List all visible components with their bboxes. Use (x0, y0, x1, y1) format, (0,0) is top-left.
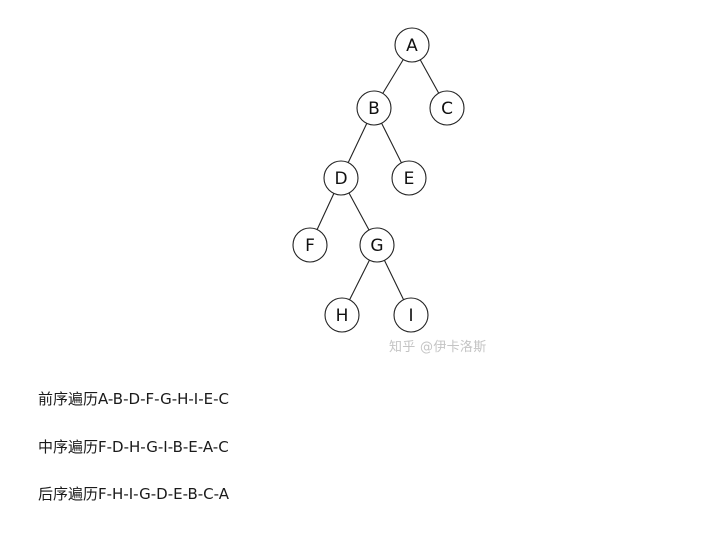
edge-A-C (419, 59, 440, 94)
preorder-traversal: 前序遍历A-B-D-F-G-H-I-E-C (38, 390, 229, 408)
node-label: F (305, 236, 315, 256)
edge-G-H (349, 259, 370, 301)
edge-A-B (382, 59, 404, 94)
tree-node-B: B (356, 90, 392, 126)
edge-B-D (347, 123, 368, 163)
node-label: I (408, 306, 413, 326)
inorder-traversal: 中序遍历F-D-H-G-I-B-E-A-C (38, 438, 229, 456)
node-circle (324, 297, 360, 333)
node-label: E (404, 169, 415, 189)
node-label: G (370, 236, 383, 256)
tree-node-I: I (393, 297, 429, 333)
watermark: 知乎 @伊卡洛斯 (389, 340, 487, 355)
tree-node-H: H (324, 297, 360, 333)
node-circle (429, 90, 465, 126)
node-circle (393, 297, 429, 333)
edge-G-I (383, 260, 405, 300)
cut-off-text-row (38, 527, 338, 534)
node-label: H (336, 306, 349, 326)
tree-node-A: A (394, 27, 430, 63)
tree-node-G: G (359, 227, 395, 263)
postorder-traversal: 后序遍历F-H-I-G-D-E-B-C-A (38, 485, 229, 503)
node-circle (394, 27, 430, 63)
node-circle (323, 160, 359, 196)
node-label: A (406, 36, 418, 56)
edge-B-E (381, 122, 402, 164)
tree-node-D: D (323, 160, 359, 196)
node-circle (391, 160, 427, 196)
node-circle (356, 90, 392, 126)
node-label: D (334, 169, 347, 189)
tree-node-E: E (391, 160, 427, 196)
edge-D-G (348, 192, 370, 231)
edge-D-F (316, 193, 335, 230)
tree-node-F: F (292, 227, 328, 263)
node-circle (359, 227, 395, 263)
tree-node-C: C (429, 90, 465, 126)
node-label: C (441, 99, 453, 119)
node-circle (292, 227, 328, 263)
node-label: B (368, 99, 380, 119)
binary-tree-diagram: A B C D E F G H I (292, 27, 465, 333)
